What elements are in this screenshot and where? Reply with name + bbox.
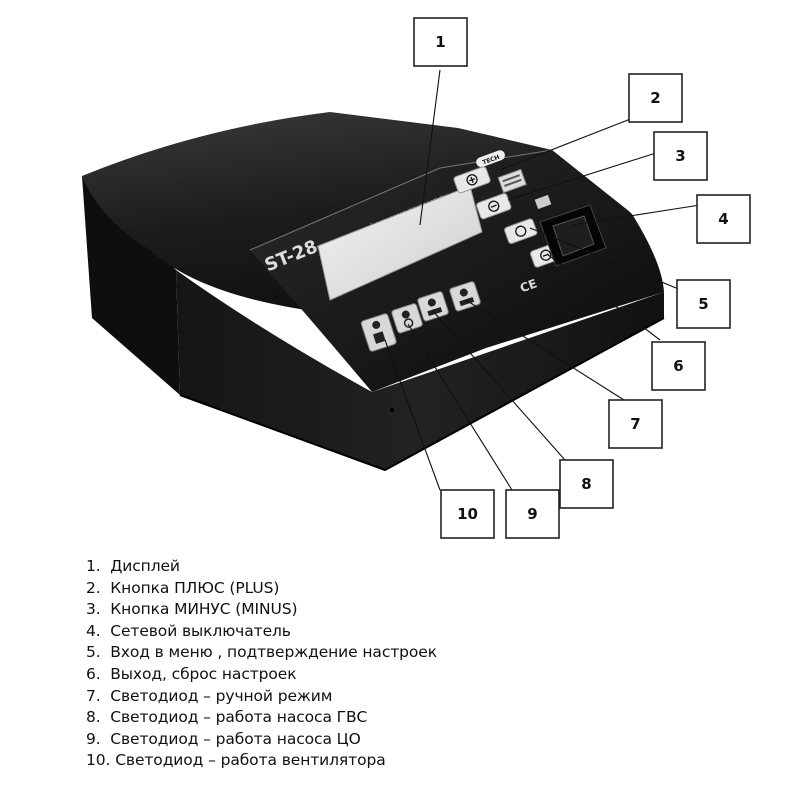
legend-item: 6. Выход, сброс настроек xyxy=(86,664,297,683)
svg-text:5: 5 xyxy=(698,295,708,313)
legend-item: 9. Светодиод – работа насоса ЦО xyxy=(86,729,361,748)
svg-text:3: 3 xyxy=(675,147,685,165)
plus-icon xyxy=(466,174,478,186)
legend-item: 5. Вход в меню , подтверждение настроек xyxy=(86,643,438,662)
device-diagram: ST-28 микропроцессорный регулятор темпер… xyxy=(82,17,751,539)
svg-text:6: 6 xyxy=(673,357,683,375)
callout-5: 5 xyxy=(676,279,731,329)
leader-lines xyxy=(384,69,701,491)
legend-item: 3. Кнопка МИНУС (MINUS) xyxy=(86,600,298,619)
exit-icon xyxy=(540,249,552,261)
brand-logo-badge xyxy=(476,150,505,168)
lcd-display xyxy=(317,185,483,301)
svg-text:4: 4 xyxy=(718,210,728,228)
callout-2: 2 xyxy=(628,73,683,123)
legend-item: 1. Дисплей xyxy=(86,557,180,575)
led-dhw-pump xyxy=(417,291,449,322)
menu-button[interactable] xyxy=(504,218,538,244)
callout-1: 1 xyxy=(413,17,468,67)
front-panel xyxy=(250,150,664,392)
svg-text:7: 7 xyxy=(630,415,640,433)
legend-item: 4. Сетевой выключатель xyxy=(86,621,291,640)
led-fan xyxy=(360,313,397,352)
power-switch[interactable] xyxy=(539,204,607,267)
callout-4: 4 xyxy=(696,194,751,244)
callout-8: 8 xyxy=(559,459,614,509)
callout-7: 7 xyxy=(608,399,663,449)
legend-item: 8. Светодиод – работа насоса ГВС xyxy=(86,708,368,727)
svg-text:2: 2 xyxy=(650,89,660,107)
ce-mark: CE xyxy=(518,276,539,295)
controller-housing xyxy=(82,112,665,472)
legend-item: 10. Светодиод – работа вентилятора xyxy=(86,751,386,770)
callout-10: 10 xyxy=(440,489,495,539)
svg-text:9: 9 xyxy=(527,505,537,523)
svg-text:8: 8 xyxy=(581,475,591,493)
housing-front xyxy=(176,270,664,470)
callout-6: 6 xyxy=(651,341,706,391)
menu-enter-icon xyxy=(515,225,527,237)
parts-legend: 1. Дисплей 2. Кнопка ПЛЮС (PLUS) 3. Кноп… xyxy=(86,556,437,772)
svg-text:10: 10 xyxy=(457,505,478,523)
legend-item: 2. Кнопка ПЛЮС (PLUS) xyxy=(86,578,280,597)
fuse-label xyxy=(534,194,552,210)
plus-button[interactable] xyxy=(453,166,491,194)
minus-button[interactable] xyxy=(476,193,512,220)
minus-icon xyxy=(488,200,500,212)
legend-item: 7. Светодиод – ручной режим xyxy=(86,686,333,705)
svg-text:1: 1 xyxy=(435,33,445,51)
callout-9: 9 xyxy=(505,489,560,539)
callout-3: 3 xyxy=(653,131,708,181)
